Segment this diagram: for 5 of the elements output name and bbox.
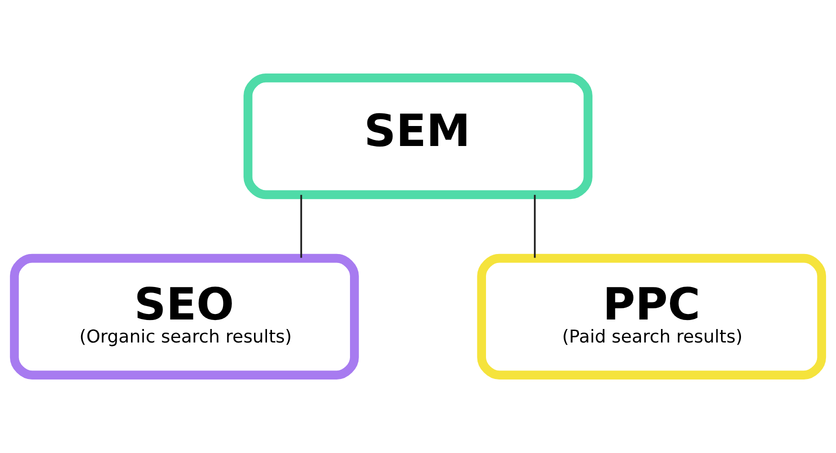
connector <box>300 194 302 258</box>
node-box: SEO (Organic search results) <box>10 254 359 380</box>
connector <box>534 194 536 258</box>
node-box: SEM <box>244 73 592 200</box>
node-box: PPC (Paid search results) <box>477 254 826 380</box>
